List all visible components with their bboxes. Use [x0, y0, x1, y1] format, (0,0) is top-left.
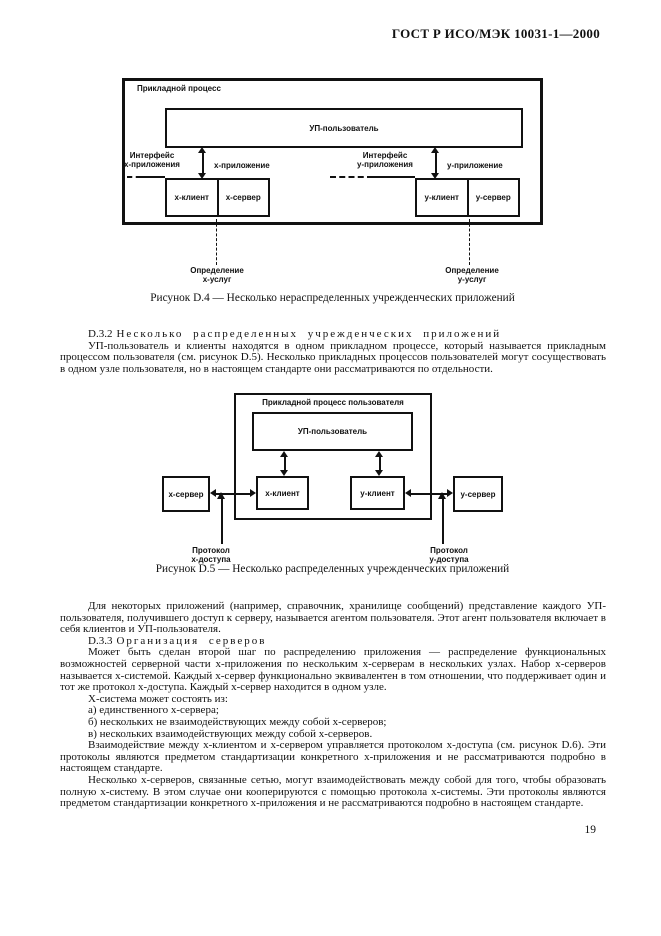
d4-x-client-cell: x-клиент: [167, 180, 219, 215]
d4-application-process-label: Прикладной процесс: [137, 84, 221, 93]
d5-y-access-protocol-label: Протокол y-доступа: [429, 546, 469, 564]
d33-paragraph-5: Несколько x-серверов, связанные сетью, м…: [60, 773, 606, 810]
d4-right-double-arrow-icon: [431, 147, 440, 179]
d5-y-server-box: y-сервер: [453, 476, 503, 512]
d5-right-link-double-arrow-icon: [405, 489, 453, 498]
d4-left-interface-label: Интерфейс x-приложения: [124, 151, 180, 169]
d33-paragraph-2: Может быть сделан второй шаг по распреде…: [60, 646, 606, 694]
d4-x-services-definition-label: Определение x-услуг: [190, 266, 244, 284]
d33-list-item-c: в) нескольких взаимодействующих между со…: [88, 727, 373, 740]
d33-list-item-a: а) единственного x-сервера;: [88, 704, 219, 717]
d4-left-application-label: x-приложение: [214, 161, 270, 170]
d4-right-interface-label: Интерфейс y-приложения: [357, 151, 413, 169]
d4-y-services-definition-label: Определение y-услуг: [445, 266, 499, 284]
d5-left-protocol-arrow-icon: [217, 492, 226, 544]
section-d33: Для некоторых приложений (например, спра…: [60, 600, 606, 810]
section-d32-paragraph: УП-пользователь и клиенты находятся в од…: [60, 339, 606, 375]
d4-left-double-arrow-icon: [198, 147, 207, 179]
d5-up-user-box: УП-пользователь: [252, 412, 413, 451]
d4-right-service-dashed-line: [469, 219, 470, 265]
d4-left-interface-solid-line: [141, 176, 165, 178]
d5-up-user-label: УП-пользователь: [297, 427, 368, 436]
d5-x-access-protocol-label: Протокол x-доступа: [191, 546, 231, 564]
d4-y-server-cell: y-сервер: [475, 193, 511, 202]
page-number: 19: [584, 824, 597, 836]
d33-paragraph-3: X-система может состоять из:: [88, 692, 228, 705]
figure-d4-caption: Рисунок D.4 — Несколько нераспределенных…: [150, 292, 515, 304]
d4-right-application-label: y-приложение: [447, 161, 503, 170]
d33-paragraph-4: Взаимодействие между x-клиентом и x-серв…: [60, 739, 606, 775]
document-header: ГОСТ Р ИСО/МЭК 10031-1—2000: [391, 26, 600, 41]
figure-d5-caption: Рисунок D.5 — Несколько распределенных у…: [155, 563, 510, 575]
d4-x-server-cell: x-сервер: [225, 193, 261, 202]
d4-left-service-dashed-line: [216, 219, 217, 265]
d4-right-interface-dotted-line: [330, 176, 373, 178]
d4-y-client-server-box: y-клиент y-сервер: [415, 178, 520, 217]
d5-y-client-box: y-клиент: [350, 476, 405, 510]
d4-y-client-cell: y-клиент: [417, 180, 469, 215]
d5-x-client-box: x-клиент: [256, 476, 309, 510]
d4-up-user-box: УП-пользователь: [165, 108, 523, 148]
d5-user-process-label: Прикладной процесс пользователя: [262, 398, 404, 407]
d4-left-interface-dotted-line: [127, 176, 141, 178]
d5-left-link-double-arrow-icon: [210, 489, 256, 498]
d4-right-interface-solid-line: [373, 176, 415, 178]
d5-left-double-arrow-icon: [280, 451, 289, 476]
d4-up-user-label: УП-пользователь: [309, 123, 379, 133]
d33-list-item-b: б) нескольких не взаимодействующих между…: [88, 715, 387, 728]
d4-x-client-server-box: x-клиент x-сервер: [165, 178, 270, 217]
d5-right-double-arrow-icon: [375, 451, 384, 476]
d5-right-protocol-arrow-icon: [438, 492, 447, 544]
d5-x-server-box: x-сервер: [162, 476, 210, 512]
d33-paragraph-1: Для некоторых приложений (например, спра…: [60, 600, 606, 636]
